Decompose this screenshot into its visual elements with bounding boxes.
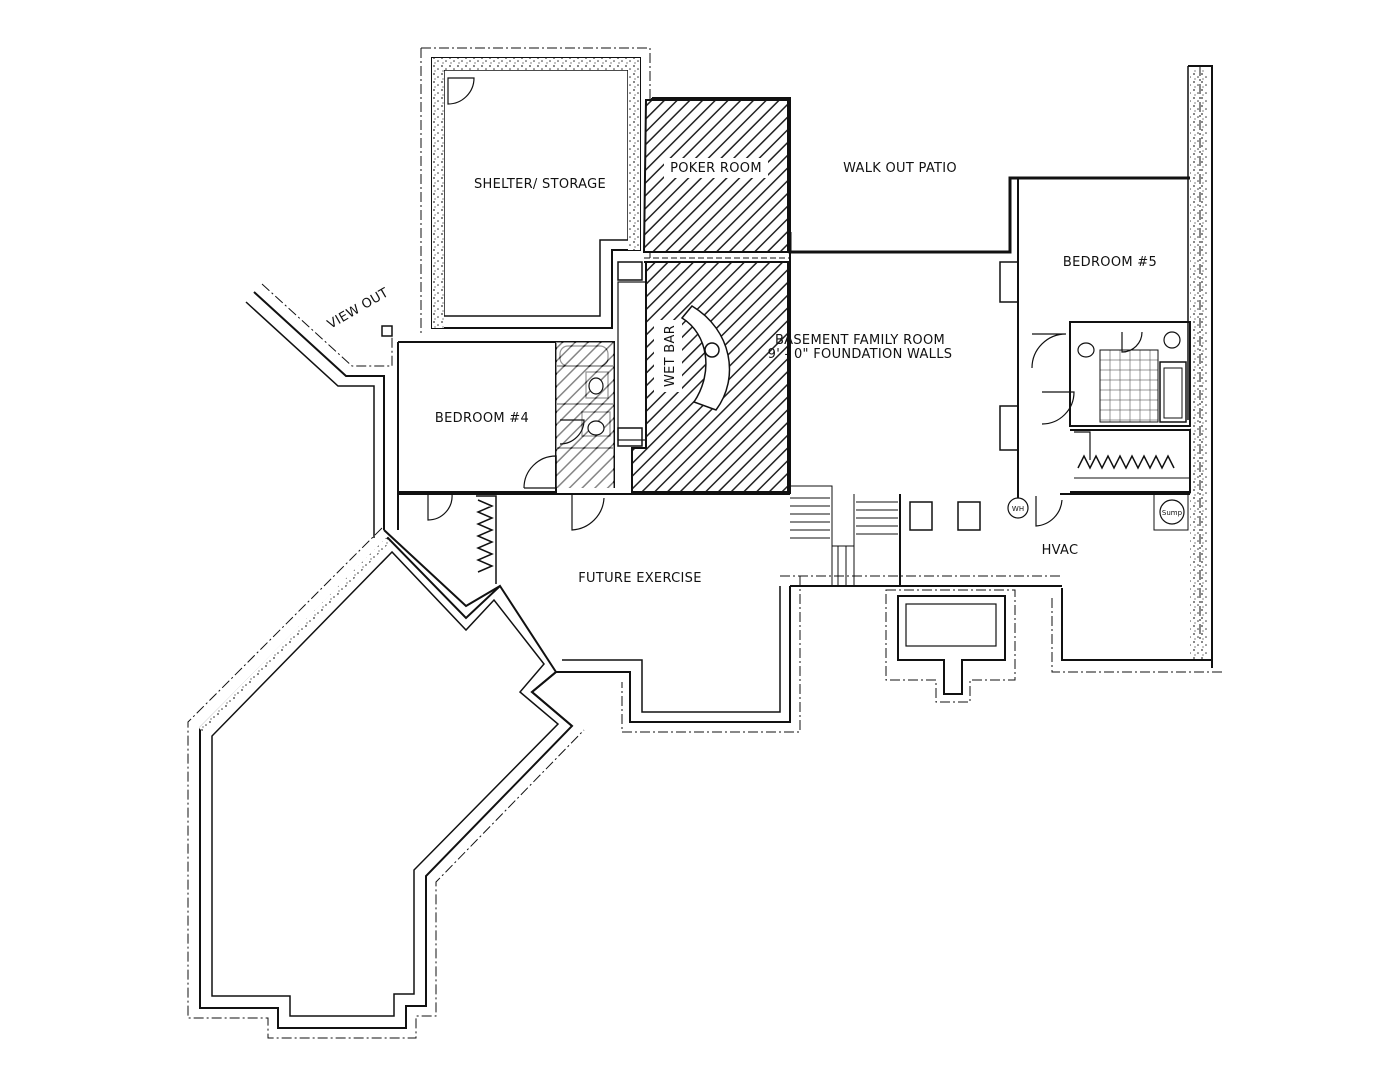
crawlspace-foundation: [187, 527, 585, 1039]
exercise-foundation: [530, 576, 801, 733]
label-sump: Sump: [1162, 509, 1183, 517]
label-water-heater: WH: [1012, 505, 1024, 513]
viewout-walls: [245, 283, 501, 608]
label-poker-room: POKER ROOM: [670, 161, 762, 176]
poker-label-bg: [664, 158, 768, 178]
shelter-walls: [420, 47, 651, 336]
stairs: [790, 485, 900, 587]
bar-counter: [680, 305, 731, 411]
right-wall: [1187, 65, 1213, 668]
bar-label-bg: [654, 320, 682, 392]
doors: [427, 77, 1143, 531]
label-hvac: HVAC: [1042, 543, 1079, 558]
label-basement-family-room: BASEMENT FAMILY ROOM: [775, 333, 945, 348]
bath-hatch: [556, 342, 614, 488]
label-wet-bar: WET BAR: [663, 325, 678, 387]
window-marks: [712, 97, 1124, 253]
foundation-walls: [187, 47, 1222, 1039]
fixtures: [587, 331, 1185, 525]
label-foundation-walls: 9' - 0" FOUNDATION WALLS: [768, 347, 953, 362]
lower-right-foundation: [780, 575, 1222, 703]
label-future-exercise: FUTURE EXERCISE: [578, 571, 701, 586]
label-walk-out-patio: WALK OUT PATIO: [843, 161, 957, 176]
label-bedroom-5: BEDROOM #5: [1063, 255, 1157, 270]
label-bedroom-4: BEDROOM #4: [435, 411, 529, 426]
label-shelter-storage: SHELTER/ STORAGE: [474, 177, 606, 192]
